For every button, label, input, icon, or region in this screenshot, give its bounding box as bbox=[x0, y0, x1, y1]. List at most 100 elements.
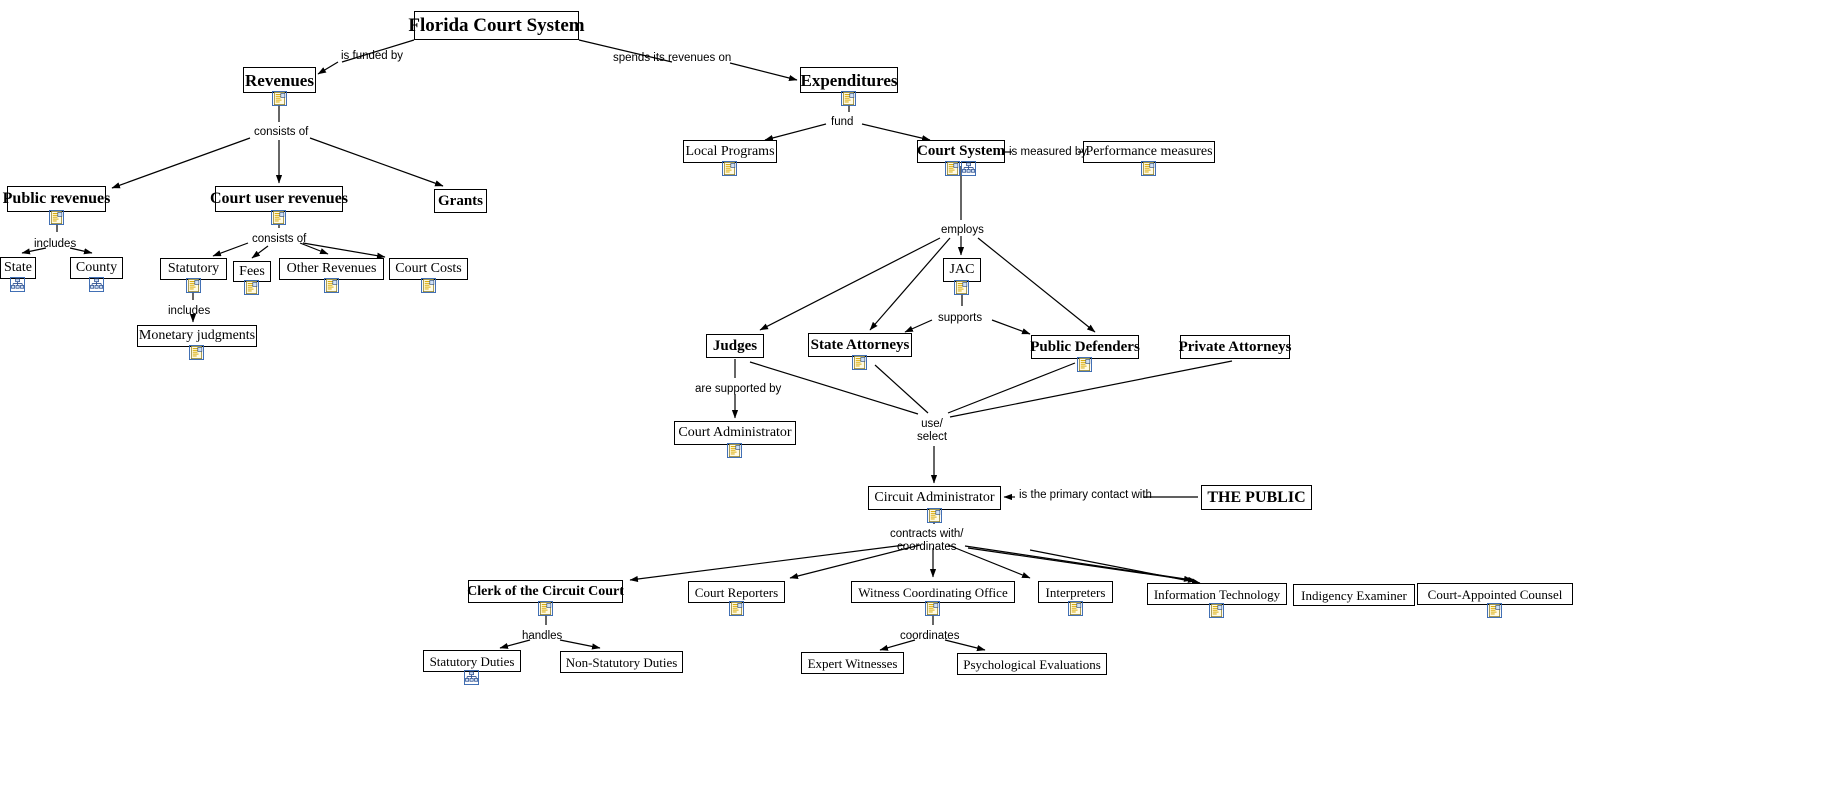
link-label-includes-statutory[interactable]: includes bbox=[168, 305, 211, 317]
node-icons-interpreters[interactable] bbox=[1067, 601, 1083, 616]
node-label-judges: Judges bbox=[712, 337, 758, 354]
link-label-consists-of-court-user[interactable]: consists of bbox=[252, 233, 307, 245]
connector-supports-to-public-defenders bbox=[991, 319, 1031, 335]
node-court-costs[interactable]: Court Costs bbox=[389, 258, 468, 280]
link-label-employs[interactable]: employs bbox=[941, 224, 984, 236]
node-icons-performance-measures[interactable] bbox=[1141, 161, 1156, 176]
node-icons-court-administrator[interactable] bbox=[727, 443, 742, 458]
node-icons-statutory[interactable] bbox=[185, 278, 201, 293]
node-indigency-examiner[interactable]: Indigency Examiner bbox=[1293, 584, 1415, 606]
node-icons-monetary-judgments[interactable] bbox=[189, 345, 204, 360]
node-expert-witnesses[interactable]: Expert Witnesses bbox=[801, 652, 904, 674]
link-label-handles[interactable]: handles bbox=[522, 630, 563, 642]
link-label-fund[interactable]: fund bbox=[831, 116, 854, 128]
connector-contracts-to-clerk bbox=[629, 544, 906, 583]
node-icons-county[interactable] bbox=[88, 277, 104, 292]
node-icons-court-costs[interactable] bbox=[420, 278, 436, 293]
node-interpreters[interactable]: Interpreters bbox=[1038, 581, 1113, 603]
node-revenues[interactable]: Revenues bbox=[243, 67, 316, 93]
node-public-revenues[interactable]: Public revenues bbox=[3, 186, 110, 212]
node-icons-revenues[interactable] bbox=[271, 91, 287, 106]
node-label-court-user-revenues: Court user revenues bbox=[209, 190, 349, 207]
link-label-contracts-with-coordinates[interactable]: contracts with/ coordinates bbox=[890, 528, 964, 554]
node-icons-statutory-duties[interactable] bbox=[464, 670, 479, 685]
node-court-user-revenues[interactable]: Court user revenues bbox=[210, 186, 348, 212]
node-icons-court-appointed-counsel[interactable] bbox=[1487, 603, 1502, 618]
node-state-attorneys[interactable]: State Attorneys bbox=[808, 333, 912, 357]
node-psychological-evaluations[interactable]: Psychological Evaluations bbox=[957, 653, 1107, 675]
node-icons-court-reporters[interactable] bbox=[728, 601, 744, 616]
link-label-includes-public[interactable]: includes bbox=[34, 238, 77, 250]
node-label-non-statutory-duties: Non-Statutory Duties bbox=[565, 654, 678, 670]
link-label-consists-of-revenues[interactable]: consists of bbox=[254, 126, 309, 138]
node-non-statutory-duties[interactable]: Non-Statutory Duties bbox=[560, 651, 683, 673]
node-icons-court-system[interactable] bbox=[945, 161, 976, 176]
connector-consistsof2-to-fees bbox=[251, 245, 269, 259]
node-court-administrator[interactable]: Court Administrator bbox=[674, 421, 796, 445]
node-icons-expenditures[interactable] bbox=[841, 91, 856, 106]
node-performance-measures[interactable]: Performance measures bbox=[1083, 141, 1215, 163]
node-local-programs[interactable]: Local Programs bbox=[683, 140, 777, 163]
node-icons-jac[interactable] bbox=[954, 280, 969, 295]
node-icons-fees[interactable] bbox=[244, 280, 259, 295]
connector-contracts-to-counsel bbox=[1029, 549, 1201, 585]
node-icons-local-programs[interactable] bbox=[722, 161, 737, 176]
node-label-florida-court-system: Florida Court System bbox=[408, 15, 585, 36]
node-icons-circuit-administrator[interactable] bbox=[926, 508, 942, 523]
node-icons-public-revenues[interactable] bbox=[48, 210, 64, 225]
node-court-reporters[interactable]: Court Reporters bbox=[688, 581, 785, 603]
document-icon bbox=[727, 443, 742, 458]
node-fees[interactable]: Fees bbox=[233, 261, 271, 282]
node-icons-clerk-of-the-circuit-court[interactable] bbox=[537, 601, 553, 616]
node-statutory-duties[interactable]: Statutory Duties bbox=[423, 650, 521, 672]
node-court-appointed-counsel[interactable]: Court-Appointed Counsel bbox=[1417, 583, 1573, 605]
node-icons-witness-coordinating-office[interactable] bbox=[925, 601, 940, 616]
document-icon bbox=[925, 601, 940, 616]
document-icon bbox=[728, 601, 744, 616]
node-judges[interactable]: Judges bbox=[706, 334, 764, 358]
node-private-attorneys[interactable]: Private Attorneys bbox=[1179, 335, 1291, 359]
node-monetary-judgments[interactable]: Monetary judgments bbox=[137, 325, 257, 347]
node-label-the-public: THE PUBLIC bbox=[1207, 488, 1306, 506]
node-court-system[interactable]: Court System bbox=[917, 140, 1005, 163]
connector-supports-to-state-attorneys bbox=[904, 319, 933, 333]
node-icons-other-revenues[interactable] bbox=[323, 278, 339, 293]
node-label-court-system: Court System bbox=[917, 143, 1005, 159]
node-jac[interactable]: JAC bbox=[943, 258, 981, 282]
node-the-public[interactable]: THE PUBLIC bbox=[1201, 485, 1312, 510]
document-icon bbox=[185, 278, 201, 293]
node-icons-state-attorneys[interactable] bbox=[852, 355, 867, 370]
connector-fund-to-court-system bbox=[861, 123, 931, 142]
node-witness-coordinating-office[interactable]: Witness Coordinating Office bbox=[851, 581, 1015, 603]
link-label-coordinates-witness[interactable]: coordinates bbox=[900, 630, 960, 642]
node-grants[interactable]: Grants bbox=[434, 189, 487, 213]
node-label-information-technology: Information Technology bbox=[1153, 586, 1281, 602]
link-label-is-measured-by[interactable]: is measured by bbox=[1009, 146, 1087, 158]
link-label-is-funded-by[interactable]: is funded by bbox=[341, 50, 404, 62]
node-expenditures[interactable]: Expenditures bbox=[800, 67, 898, 93]
node-public-defenders[interactable]: Public Defenders bbox=[1030, 335, 1140, 359]
node-label-court-administrator: Court Administrator bbox=[678, 425, 792, 440]
node-icons-state[interactable] bbox=[10, 277, 25, 292]
link-label-is-the-primary-contact-with[interactable]: is the primary contact with bbox=[1019, 489, 1152, 501]
link-label-spends-its-revenues-on[interactable]: spends its revenues on bbox=[613, 52, 732, 64]
link-label-are-supported-by[interactable]: are supported by bbox=[695, 383, 782, 395]
node-label-local-programs: Local Programs bbox=[685, 143, 775, 159]
document-icon bbox=[189, 345, 204, 360]
node-icons-information-technology[interactable] bbox=[1209, 603, 1224, 618]
node-other-revenues[interactable]: Other Revenues bbox=[279, 258, 384, 280]
node-icons-court-user-revenues[interactable] bbox=[271, 210, 286, 225]
node-information-technology[interactable]: Information Technology bbox=[1147, 583, 1287, 605]
node-icons-public-defenders[interactable] bbox=[1077, 357, 1092, 372]
document-icon bbox=[271, 210, 286, 225]
node-statutory[interactable]: Statutory bbox=[160, 258, 227, 280]
node-county[interactable]: County bbox=[70, 257, 123, 279]
link-label-supports[interactable]: supports bbox=[938, 312, 983, 324]
node-circuit-administrator[interactable]: Circuit Administrator bbox=[868, 486, 1001, 510]
document-icon bbox=[945, 161, 960, 176]
document-icon bbox=[1067, 601, 1083, 616]
node-state[interactable]: State bbox=[0, 257, 36, 279]
link-label-use-select[interactable]: use/ select bbox=[917, 418, 948, 444]
node-florida-court-system[interactable]: Florida Court System bbox=[408, 11, 585, 40]
node-clerk-of-the-circuit-court[interactable]: Clerk of the Circuit Court bbox=[467, 580, 624, 603]
